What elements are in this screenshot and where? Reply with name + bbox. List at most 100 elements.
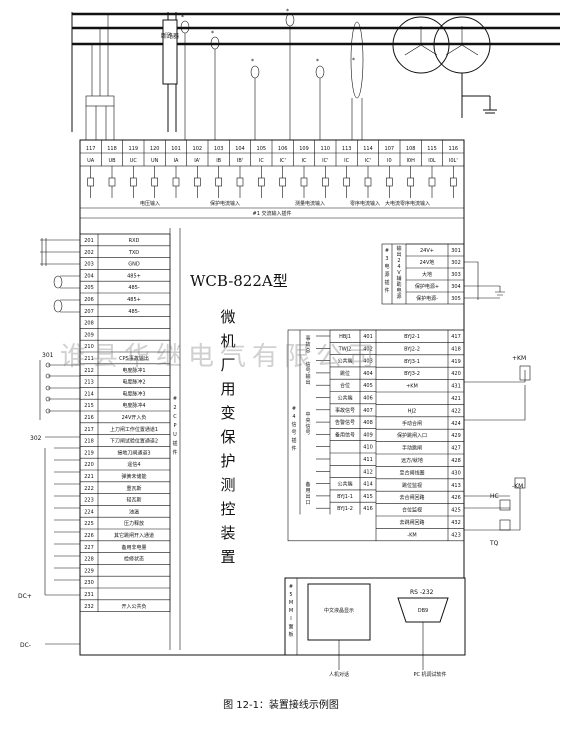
device-name-char: 厂 <box>220 356 235 374</box>
signal-left-label: BYJ1-2 <box>337 506 353 512</box>
terminal-number: 208 <box>84 321 94 327</box>
left-terminal-row: 231 <box>84 592 94 598</box>
device-name-char: 置 <box>220 548 235 566</box>
signal-left-number: 410 <box>363 445 373 451</box>
signal-right-label: BYJ3-2 <box>404 371 420 377</box>
signal-right-number: 428 <box>451 458 461 464</box>
terminal-label: 电度脉冲1 <box>122 367 145 374</box>
power-row: 保护电源+304 <box>415 283 461 290</box>
terminal-label: 485- <box>128 285 140 291</box>
signal-left-label: 合位 <box>340 382 350 389</box>
terminal-number: 224 <box>84 509 94 515</box>
terminal-number: 204 <box>84 273 94 279</box>
svg-text:*: * <box>352 57 355 64</box>
db9-connector-icon <box>397 597 449 623</box>
signal-left-number: 401 <box>363 334 373 340</box>
ac-terminal-number: 117 <box>86 146 96 152</box>
signal-left-row: 公共端 403 <box>337 358 372 365</box>
ac-terminal-label: IC <box>259 158 264 164</box>
ac-terminal-number: 105 <box>257 146 267 152</box>
signal-right-number: 425 <box>451 508 461 514</box>
signal-right-number: 426 <box>451 495 461 501</box>
breaker: 断路器 <box>161 19 179 85</box>
signal-left-row: 412 <box>363 469 373 475</box>
voltage-transformers <box>85 14 115 140</box>
signal-right-number: 427 <box>451 446 461 452</box>
signal-right-number: 430 <box>451 470 461 476</box>
terminal-label: 压力释放 <box>124 520 144 527</box>
ct-leads <box>184 26 363 140</box>
power-row-label: 保护电源- <box>416 295 438 302</box>
power-row-number: 303 <box>451 272 461 278</box>
marker-dc-minus: DC- <box>20 642 31 649</box>
terminal-number: 221 <box>84 474 94 480</box>
power-side-label: 辅助电源 <box>396 275 401 300</box>
device-frame <box>79 139 465 656</box>
ac-terminal-label: IC' <box>365 158 371 164</box>
marker-tq: TQ <box>489 540 499 547</box>
signal-left-number: 403 <box>363 359 373 365</box>
ac-terminal-label: IA <box>174 158 179 164</box>
left-terminal-row: 222 重瓦斯 <box>84 485 141 492</box>
left-terminal-row: 209 <box>84 332 94 338</box>
ac-terminal-number: 107 <box>385 146 395 152</box>
terminal-number: 222 <box>84 486 94 492</box>
terminal-label: TXD <box>128 250 139 256</box>
terminal-number: 214 <box>84 391 94 397</box>
ac-terminal-strip: 117UA118UB119UC120UN101IA102IA'103IB104I… <box>79 139 465 198</box>
ac-terminal-label: I0L <box>428 158 436 164</box>
ac-terminal-number: 114 <box>363 146 373 152</box>
signal-right-label: +KM <box>406 384 418 390</box>
ac-terminal-label: IB <box>216 158 221 164</box>
signal-left-label: 公共端 <box>337 358 352 365</box>
terminal-number: 205 <box>84 285 94 291</box>
terminal-number: 229 <box>84 568 94 574</box>
marker-minus-km: -KM <box>512 483 523 490</box>
terminal-label: 电度脉冲2 <box>122 379 145 386</box>
ac-terminal-number: 118 <box>107 146 117 152</box>
terminal-number: 211 <box>84 356 94 362</box>
signal-left-label: 告警信号 <box>335 419 355 426</box>
signal-left-number: 407 <box>363 408 373 414</box>
left-terminal-row: 210 <box>84 344 94 350</box>
svg-text:*: * <box>316 58 319 65</box>
signal-sub-label: 中央信号 <box>305 411 310 436</box>
device-name-char: 护 <box>220 452 235 470</box>
signal-left-number: 414 <box>363 482 373 488</box>
ac-terminal-number: 115 <box>427 146 437 152</box>
ac-terminal-label: UA <box>87 158 95 164</box>
signal-right-label: 保护跳闸入口 <box>397 432 427 439</box>
terminal-label: 485+ <box>127 273 141 279</box>
signal-right-label: 至合闸线圈 <box>399 469 424 476</box>
label-zero-seq: 零序电流输入 <box>350 200 380 207</box>
device-name-char: 控 <box>220 500 235 518</box>
terminal-number: 231 <box>84 592 94 598</box>
terminal-label: 重瓦斯 <box>126 485 141 492</box>
svg-text:DB9: DB9 <box>418 608 428 614</box>
ac-terminal-label: UC <box>130 158 138 164</box>
signal-left-number: 409 <box>363 432 373 438</box>
power-row-number: 304 <box>451 284 461 290</box>
